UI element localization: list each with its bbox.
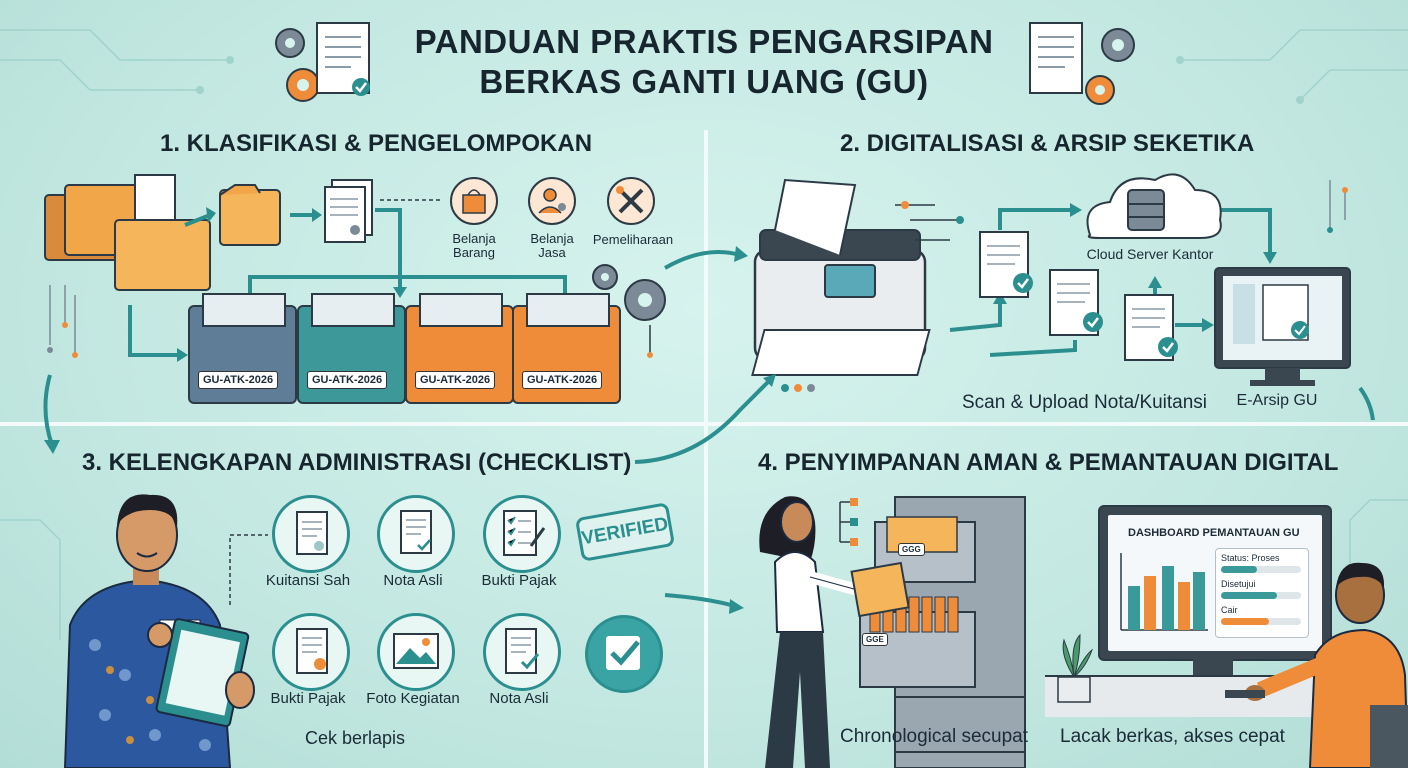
- check-circle-icon: [585, 615, 663, 693]
- caption-left: Chronological secupat: [840, 726, 1029, 747]
- checklist-item-4: [377, 613, 455, 691]
- status-bar-0: [1221, 566, 1301, 573]
- shopping-bag-icon: [450, 177, 498, 225]
- invoice-icon: [400, 510, 432, 554]
- officer-illustration: [63, 494, 255, 768]
- document-gears-icon-right: [1029, 22, 1135, 105]
- archive-box-4: GU-ATK-2026: [512, 293, 621, 404]
- section-2-title: 2. DIGITALISASI & ARSIP SEKETIKA: [840, 130, 1255, 157]
- cloud-server-label: Cloud Server Kantor: [1086, 246, 1214, 262]
- checklist-item-3: [272, 613, 350, 691]
- section-4-title: 4. PENYIMPANAN AMAN & PEMANTAUAN DIGITAL: [758, 449, 1339, 476]
- document-check-icon: [1049, 269, 1103, 336]
- checklist-label-1: Nota Asli: [383, 572, 443, 589]
- checklist-item-5: [483, 613, 561, 691]
- caption-right: Lacak berkas, akses cepat: [1060, 726, 1285, 747]
- checklist-item-0: [272, 495, 350, 573]
- scan-upload-label: Scan & Upload Nota/Kuitansi: [962, 392, 1208, 413]
- archive-box-label: GU-ATK-2026: [198, 371, 279, 389]
- checklist-item-2: [483, 495, 561, 573]
- checklist-label-0: Kuitansi Sah: [265, 572, 351, 589]
- earsip-label: E-Arsip GU: [1236, 392, 1318, 409]
- folder-stack-icon: [44, 174, 211, 291]
- status-label-0: Status: Proses: [1221, 553, 1280, 563]
- archive-box-label: GU-ATK-2026: [307, 371, 388, 389]
- section-3-title: 3. KELENGKAPAN ADMINISTRASI (CHECKLIST): [82, 449, 632, 476]
- archive-box-1: GU-ATK-2026: [188, 293, 297, 404]
- receipt-icon: [296, 511, 328, 555]
- checklist-decor: [43, 374, 776, 614]
- status-panel: Status: Proses Disetujui Cair: [1215, 548, 1309, 638]
- archive-box-label: GU-ATK-2026: [522, 371, 603, 389]
- invoice-check-icon: [505, 628, 540, 674]
- category-label-2: Pemeliharaan: [592, 232, 674, 247]
- monitor-stand: [1193, 657, 1233, 675]
- status-bar-2: [1221, 618, 1301, 625]
- folder-icon: [219, 184, 281, 246]
- checklist-label-3: Bukti Pajak: [270, 690, 346, 707]
- classification-illustration: [44, 174, 666, 362]
- category-label-1: Belanja Jasa: [530, 231, 574, 260]
- title-line-2: BERKAS GANTI UANG (GU): [479, 63, 929, 100]
- archive-box-2: GU-ATK-2026: [297, 293, 406, 404]
- page-title: PANDUAN PRAKTIS PENGARSIPAN BERKAS GANTI…: [0, 22, 1408, 102]
- section-1-title: 1. KLASIFIKASI & PENGELOMPOKAN: [160, 130, 593, 157]
- document-check-icon: [979, 231, 1033, 298]
- checklist-label-4: Foto Kegiatan: [366, 690, 460, 707]
- document-check-icon: [1124, 294, 1178, 361]
- drawer-label-0: GGG: [898, 543, 925, 556]
- checklist-item-1: [377, 495, 455, 573]
- dashboard-title: DASHBOARD PEMANTAUAN GU: [1128, 527, 1300, 539]
- cloud-server-icon: [1086, 173, 1222, 239]
- tools-icon: [607, 177, 655, 225]
- documents-icon: [324, 179, 373, 243]
- person-gear-icon: [528, 177, 576, 225]
- monitor-earsip-icon: [1214, 267, 1351, 386]
- status-bar-1: [1221, 592, 1301, 599]
- checklist-label-5: Nota Asli: [489, 690, 549, 707]
- digitalization-illustration: [664, 173, 1375, 420]
- tax-certificate-icon: [296, 628, 328, 674]
- scanner-icon: [751, 178, 931, 376]
- dashboard-bar-chart: [1120, 553, 1208, 631]
- status-label-1: Disetujui: [1221, 579, 1256, 589]
- tax-checklist-icon: [503, 510, 546, 556]
- checklist-footer: Cek berlapis: [305, 728, 406, 748]
- drawer-label-1: GGE: [862, 633, 888, 646]
- title-line-1: PANDUAN PRAKTIS PENGARSIPAN: [414, 23, 994, 60]
- archive-box-3: GU-ATK-2026: [405, 293, 514, 404]
- worker-plant-illustration: [1057, 562, 1408, 768]
- status-label-2: Cair: [1221, 605, 1238, 615]
- document-gears-icon: [275, 22, 370, 102]
- archive-box-label: GU-ATK-2026: [415, 371, 496, 389]
- checklist-label-2: Bukti Pajak: [481, 572, 557, 589]
- category-label-0: Belanja Barang: [452, 231, 496, 260]
- photo-icon: [393, 633, 439, 669]
